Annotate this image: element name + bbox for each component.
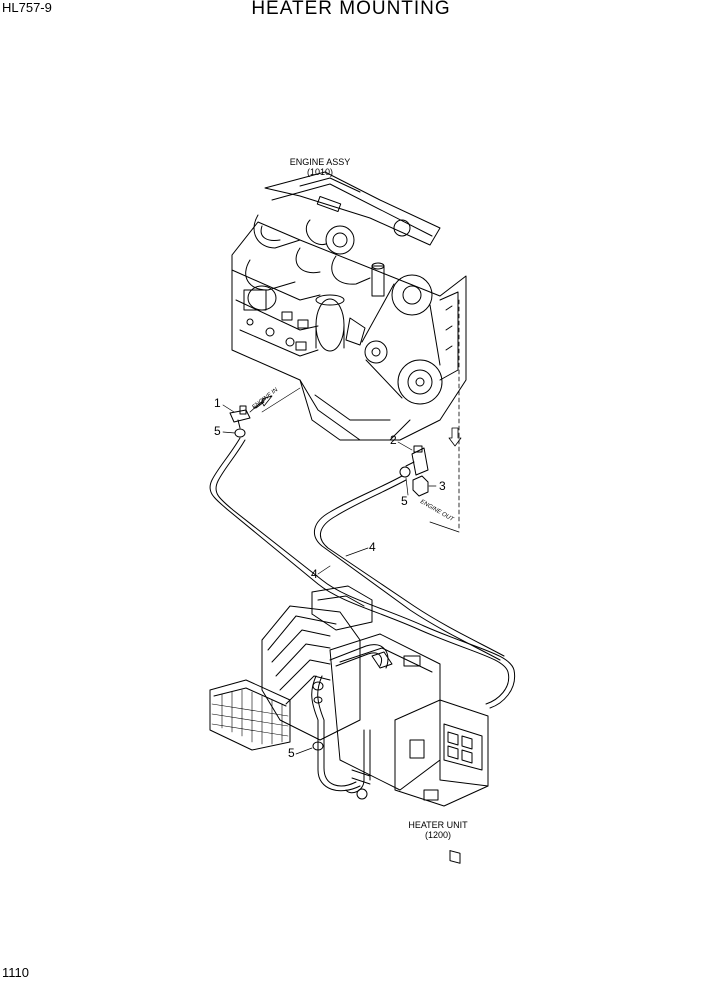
clamp-part-5-right (399, 466, 411, 478)
heater-hose-part-4 (209, 437, 516, 709)
callout-4-lower: 4 (311, 567, 318, 581)
valve-part-2 (405, 445, 429, 476)
engine-assembly-drawing (231, 171, 467, 441)
clamp-part-5-heater (312, 741, 324, 751)
callout-3: 3 (439, 479, 446, 493)
engine-assy-label: ENGINE ASSY (1010) (280, 157, 360, 177)
heater-unit-name: HEATER UNIT (408, 820, 468, 830)
callout-5-right: 5 (401, 494, 408, 508)
heater-unit-ref: (1200) (424, 830, 451, 840)
callout-5-heater: 5 (288, 746, 295, 760)
engine-assy-ref: (1010) (306, 167, 333, 177)
flow-arrow-in-icon (253, 395, 273, 409)
callout-2: 2 (390, 433, 397, 447)
engine-assy-name: ENGINE ASSY (289, 157, 351, 167)
heater-unit-drawing (209, 585, 489, 864)
valve-part-1 (229, 405, 251, 429)
flow-arrow-down-icon (448, 427, 462, 447)
callout-5-left: 5 (214, 424, 221, 438)
clamp-part-5-left (234, 428, 246, 438)
connector-part-3 (412, 475, 429, 497)
page-title: HEATER MOUNTING (251, 0, 451, 19)
callout-1: 1 (214, 396, 221, 410)
page-number: 1110 (2, 965, 29, 980)
model-number: HL757-9 (2, 0, 52, 15)
callout-4-upper: 4 (369, 540, 376, 554)
heater-unit-label: HEATER UNIT (1200) (398, 820, 478, 840)
